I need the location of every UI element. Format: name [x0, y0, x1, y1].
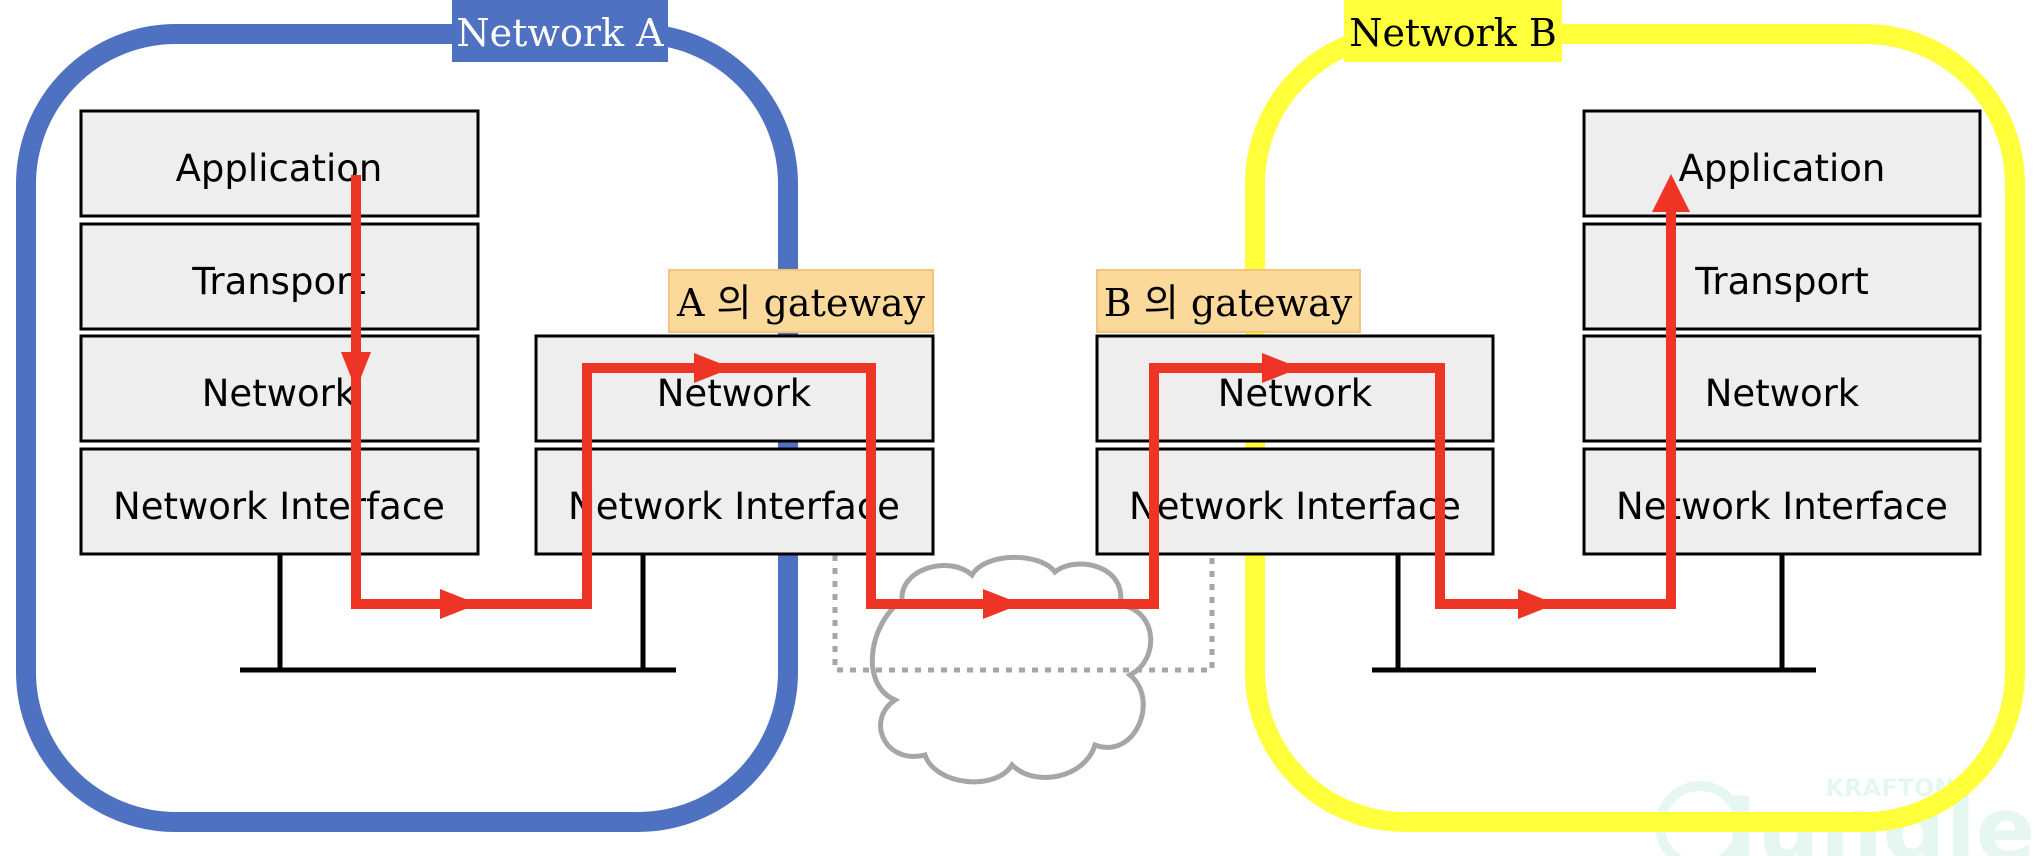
arrow-right-icon — [1518, 589, 1556, 619]
network-a-bus — [240, 555, 676, 673]
arrow-right-icon — [983, 589, 1021, 619]
network-a-label: Network A — [456, 11, 664, 55]
internet-cloud — [832, 554, 1215, 785]
gateway-a-label-box — [668, 269, 934, 333]
gateway-b-label: B 의 gateway — [1104, 281, 1353, 325]
network-b-label-box — [1344, 0, 1562, 62]
host-b-transport: Transport — [1694, 260, 1869, 303]
gateway-b-label-box — [1096, 269, 1361, 333]
host-a-transport: Transport — [191, 260, 366, 303]
data-path — [341, 174, 1690, 619]
host-a-network-interface: Network Interface — [113, 485, 445, 528]
internet-link-dotted — [832, 555, 1215, 673]
gateway-a-network-interface: Network Interface — [568, 485, 900, 528]
network-a-region: Network A — [16, 0, 798, 832]
host-a-network: Network — [202, 372, 357, 415]
host-a-stack: Application Transport Network Network In… — [79, 109, 480, 556]
network-b-bus — [1372, 555, 1816, 673]
arrow-right-icon — [694, 353, 732, 383]
host-a-application: Application — [176, 147, 383, 190]
arrow-up-icon — [1652, 174, 1690, 212]
host-b-network: Network — [1705, 372, 1860, 415]
gateway-b-network: Network — [1218, 372, 1373, 415]
host-b-network-interface: Network Interface — [1616, 485, 1948, 528]
gateway-b-stack: B 의 gateway Network Network Interface — [1095, 269, 1495, 556]
gateway-b-network-interface: Network Interface — [1129, 485, 1461, 528]
gateway-a-label: A 의 gateway — [676, 281, 925, 325]
network-a-label-box — [452, 0, 668, 62]
host-b-stack: Application Transport Network Network In… — [1582, 109, 1982, 556]
host-b-application: Application — [1679, 147, 1886, 190]
arrow-right-icon — [440, 589, 478, 619]
gateway-a-network: Network — [657, 372, 812, 415]
network-b-label: Network B — [1349, 11, 1557, 55]
arrow-right-icon — [1262, 353, 1300, 383]
arrow-down-icon — [341, 352, 371, 390]
